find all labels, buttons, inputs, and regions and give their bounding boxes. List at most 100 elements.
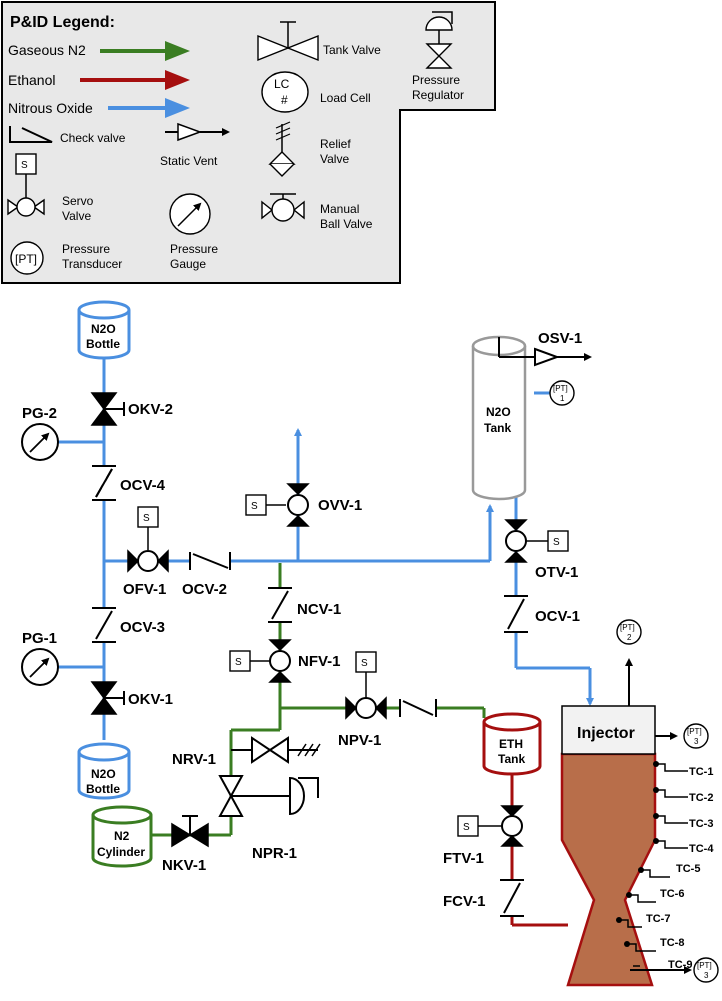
tc-connectors <box>618 763 688 967</box>
legend-preg-1: Pressure <box>412 73 460 87</box>
nkv-1-label: NKV-1 <box>162 857 206 874</box>
svg-text:3: 3 <box>704 971 709 980</box>
okv-2-valve-icon <box>90 392 125 426</box>
ocv-3-check-valve-icon <box>92 607 116 643</box>
svg-text:[PT]: [PT] <box>687 727 702 736</box>
svg-text:Cylinder: Cylinder <box>97 845 145 859</box>
svg-text:LC: LC <box>274 77 290 91</box>
legend-nitrous-oxide: Nitrous Oxide <box>8 100 93 116</box>
svg-text:[PT]: [PT] <box>697 961 712 970</box>
svg-text:1: 1 <box>560 394 565 403</box>
load-cell-icon: LC # <box>261 71 309 113</box>
legend-servo-1: Servo <box>62 194 94 208</box>
svg-text:ETH: ETH <box>499 737 523 751</box>
pg-1-label: PG-1 <box>22 630 57 647</box>
ethanol-piping <box>510 770 568 927</box>
tc-9-label: TC-9 <box>668 959 692 971</box>
svg-text:2: 2 <box>627 633 632 642</box>
tc-6-label: TC-6 <box>660 888 684 900</box>
legend: P&ID Legend: Gaseous N2 Ethanol Nitrous … <box>1 1 496 284</box>
svg-text:S: S <box>251 501 258 512</box>
tc-8-label: TC-8 <box>660 937 684 949</box>
tc-2-label: TC-2 <box>689 792 713 804</box>
tc-7-label: TC-7 <box>646 913 670 925</box>
svg-text:Bottle: Bottle <box>86 337 120 351</box>
legend-title: P&ID Legend: <box>10 14 115 31</box>
svg-text:N2O: N2O <box>91 767 116 781</box>
legend-preg-2: Regulator <box>412 88 464 102</box>
legend-tank-valve: Tank Valve <box>323 43 381 57</box>
svg-text:N2O: N2O <box>91 322 116 336</box>
svg-text:S: S <box>361 658 368 669</box>
ocv-4-label: OCV-4 <box>120 477 166 494</box>
svg-text:Bottle: Bottle <box>86 782 120 796</box>
pt-2-transducer-icon: [PT] 2 <box>616 619 642 645</box>
fcv-1-label: FCV-1 <box>443 893 486 910</box>
n2o-tank: N2O Tank <box>471 335 527 501</box>
ofv-1-servo-valve-icon: S <box>127 506 169 573</box>
svg-text:Tank: Tank <box>498 752 525 766</box>
tc-5-label: TC-5 <box>676 863 700 875</box>
nfv-1-label: NFV-1 <box>298 653 341 670</box>
tc-1-label: TC-1 <box>689 766 713 778</box>
pressure-gauge-icon <box>169 193 211 235</box>
npr-1-label: NPR-1 <box>252 845 297 862</box>
npv-1-servo-valve-icon <box>345 672 387 720</box>
engine: Injector <box>560 658 692 987</box>
legend-servo-2: Valve <box>62 209 91 223</box>
ofv-1-label: OFV-1 <box>123 581 166 598</box>
nkv-1-valve-icon <box>171 815 209 848</box>
pt-3-chamber-transducer-icon: [PT] 3 <box>693 957 719 983</box>
ocv-2-check-valve-icon <box>189 552 231 570</box>
ncv-1-check-valve-icon <box>268 587 292 623</box>
svg-text:S: S <box>235 657 242 668</box>
pg-2-gauge-icon <box>21 423 59 461</box>
servo-valve-icon: S <box>7 153 45 217</box>
pg-2-label: PG-2 <box>22 405 57 422</box>
pt-3-injector-transducer-icon: [PT] 3 <box>683 723 709 749</box>
check-valve-icon <box>9 126 53 143</box>
ethanol-arrow-icon <box>80 70 190 90</box>
osv-1-vent-icon <box>498 337 592 367</box>
legend-relief-1: Relief <box>320 137 351 151</box>
npv-1-label: NPV-1 <box>338 732 381 749</box>
pt-1-transducer-icon: [PT] 1 <box>549 380 575 406</box>
gaseous-n2-arrow-icon <box>100 41 190 61</box>
otv-1-servo-valve-icon: S <box>504 519 569 563</box>
svg-text:S: S <box>21 160 28 171</box>
svg-text:[PT]: [PT] <box>15 252 37 266</box>
ftv-1-servo-valve-icon: S <box>457 805 524 847</box>
legend-gaseous-n2: Gaseous N2 <box>8 42 86 58</box>
osv-1-label: OSV-1 <box>538 330 582 347</box>
legend-static-vent: Static Vent <box>160 154 218 168</box>
okv-2-label: OKV-2 <box>128 401 173 418</box>
injector-label: Injector <box>577 725 635 742</box>
eth-tank: ETH Tank <box>482 712 542 776</box>
pg-1-gauge-icon <box>21 648 59 686</box>
legend-mbv-2: Ball Valve <box>320 217 373 231</box>
legend-border <box>1 1 496 284</box>
legend-check-valve: Check valve <box>60 131 126 145</box>
nrv-1-label: NRV-1 <box>172 751 216 768</box>
legend-ethanol: Ethanol <box>8 72 55 88</box>
nfv-1-servo-valve-icon: S <box>229 639 292 683</box>
svg-text:S: S <box>463 822 470 833</box>
nitrous-oxide-arrow-icon <box>108 98 190 118</box>
svg-text:Tank: Tank <box>484 421 511 435</box>
manual-ball-valve-icon <box>261 193 305 222</box>
ncv-1-label: NCV-1 <box>297 601 341 618</box>
svg-text:[PT]: [PT] <box>553 384 568 393</box>
legend-relief-2: Valve <box>320 152 349 166</box>
ovv-1-label: OVV-1 <box>318 497 362 514</box>
pressure-transducer-icon: [PT] <box>10 241 44 275</box>
pressure-regulator-icon <box>425 11 453 69</box>
injector-block <box>561 705 656 755</box>
okv-1-label: OKV-1 <box>128 691 173 708</box>
legend-pt-2: Transducer <box>62 257 122 271</box>
tc-4-label: TC-4 <box>689 843 714 855</box>
fcv-1-check-valve-icon <box>500 879 524 917</box>
tc-3-label: TC-3 <box>689 818 713 830</box>
ftv-1-label: FTV-1 <box>443 850 484 867</box>
svg-text:S: S <box>143 513 150 524</box>
ocv-3-label: OCV-3 <box>120 619 165 636</box>
